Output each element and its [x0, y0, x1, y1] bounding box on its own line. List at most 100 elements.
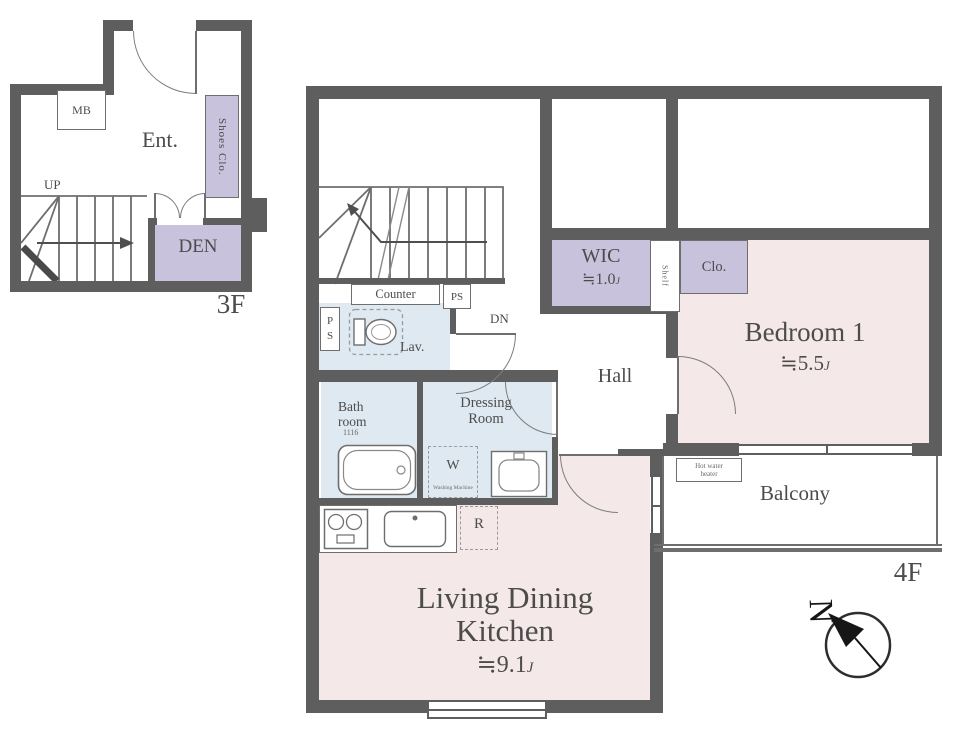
bathtub-icon	[337, 444, 417, 496]
wall	[319, 498, 558, 505]
wall	[10, 84, 21, 292]
window-bedroom-balcony	[739, 444, 912, 455]
window-ldk-south	[427, 700, 547, 719]
counter-label: Counter	[375, 287, 416, 301]
wall	[929, 86, 942, 456]
wall	[319, 370, 558, 382]
wic-label: WIC	[581, 245, 621, 267]
wall	[552, 437, 558, 498]
door-leaf	[204, 193, 206, 218]
wic-size-label: ≒1.0J	[582, 271, 620, 288]
floor3-label: 3F	[216, 289, 246, 319]
stove-icon	[323, 508, 369, 550]
washer-label: W	[446, 458, 460, 473]
wall	[666, 414, 678, 443]
counter: Counter	[351, 284, 440, 305]
wall	[241, 198, 267, 232]
door-arc-den-left	[155, 193, 180, 218]
stairs-down-label: DN	[490, 311, 509, 326]
compass-north-label: N	[802, 598, 840, 624]
den-floor	[155, 225, 241, 281]
shelf-column: Shelf	[650, 240, 680, 312]
window-ldk-balcony	[651, 477, 662, 533]
door-arc-entrance-3f	[133, 31, 196, 94]
kitchen-sink-icon	[383, 510, 447, 548]
door-leaf	[559, 454, 618, 456]
shelf-label: Shelf	[660, 265, 670, 287]
wall	[540, 86, 552, 314]
wall	[540, 228, 942, 240]
pipe-space-left: P S	[320, 307, 340, 351]
door-leaf	[195, 31, 197, 94]
wall	[650, 456, 663, 477]
wall	[306, 86, 319, 713]
bedroom-size-label: ≒5.5J	[780, 351, 830, 375]
meter-box: MB	[57, 90, 106, 130]
hall-label: Hall	[597, 365, 633, 387]
wall	[912, 443, 942, 456]
water-heater-label-line1: Hot water	[695, 461, 723, 470]
wall	[540, 306, 678, 314]
shoes-closet: Shoes Clo.	[205, 95, 239, 198]
wall	[10, 281, 252, 292]
door-leaf	[556, 382, 558, 437]
washbasin-icon	[490, 450, 548, 498]
washing-machine-space	[428, 446, 478, 498]
wall	[546, 700, 663, 713]
floor4-label: 4F	[893, 557, 923, 587]
stairs-3f-icon	[21, 195, 147, 282]
wall	[319, 278, 505, 284]
den-label: DEN	[178, 236, 218, 257]
toilet-icon	[348, 308, 404, 356]
bedroom-label: Bedroom 1	[744, 317, 866, 347]
door-arc-den-right	[180, 193, 205, 218]
wall	[450, 302, 456, 334]
balcony-railing	[654, 544, 942, 546]
closet-label: Clo.	[701, 258, 727, 275]
door-leaf	[154, 193, 156, 218]
balcony-railing	[654, 548, 942, 552]
wall	[103, 20, 133, 31]
wall	[10, 84, 114, 95]
wall	[650, 553, 663, 713]
wall	[666, 312, 678, 358]
balcony-label: Balcony	[760, 481, 830, 505]
dressing-room-label: Dressing Room	[460, 395, 512, 427]
refrigerator-space	[460, 506, 498, 550]
pipe-space-label: PS	[450, 290, 464, 303]
pipe-space-p-label: P	[326, 314, 334, 327]
wall	[306, 86, 942, 99]
water-heater: Hot water heater	[676, 458, 742, 482]
wall	[663, 443, 739, 456]
washer-note-label: Washing Machine	[433, 485, 473, 491]
pipe-space-s-label: S	[326, 330, 334, 342]
entrance-label: Ent.	[141, 127, 179, 152]
wic-floor	[552, 240, 650, 306]
bathroom-module-label: 1116	[343, 428, 359, 438]
door-leaf	[456, 333, 516, 335]
wall	[148, 218, 155, 288]
shoes-closet-label: Shoes Clo.	[216, 117, 228, 176]
fridge-label: R	[473, 516, 484, 532]
wall	[306, 700, 428, 713]
lavatory-label: Lav.	[400, 340, 425, 355]
wall	[196, 20, 252, 31]
ldk-label: Living Dining Kitchen	[416, 580, 594, 649]
balcony-edge	[936, 456, 938, 546]
wall	[417, 382, 423, 498]
stairs-up-label: UP	[44, 177, 61, 192]
balcony-edge	[662, 456, 664, 546]
pipe-space: PS	[443, 284, 471, 309]
closet: Clo.	[680, 240, 748, 294]
bathroom-label: Bath room 1116	[338, 399, 367, 438]
wall	[666, 86, 678, 240]
water-heater-label-line2: heater	[700, 470, 718, 478]
wall	[103, 20, 114, 95]
wall	[241, 20, 252, 292]
meter-box-label: MB	[72, 102, 91, 117]
compass-icon: N	[802, 598, 892, 679]
ldk-size-label: ≒9.1J	[476, 652, 534, 678]
wall	[203, 218, 241, 225]
stairs-4f-icon	[319, 186, 504, 285]
